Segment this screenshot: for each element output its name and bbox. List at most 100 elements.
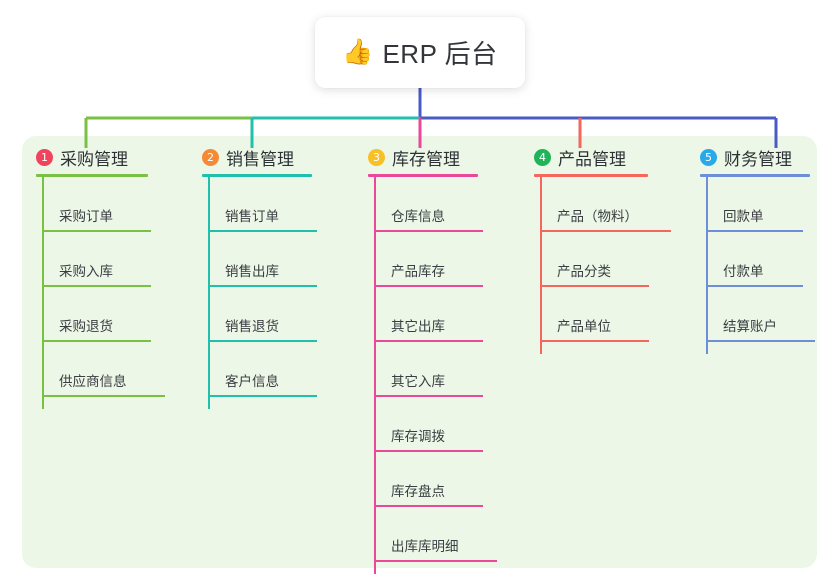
leaf-underline (374, 505, 483, 507)
leaf-label: 产品（物料） (557, 209, 638, 224)
leaf-label: 仓库信息 (391, 209, 445, 224)
leaf-item[interactable]: 销售退货 (208, 287, 317, 342)
leaf-label: 客户信息 (225, 374, 279, 389)
leaf-underline (540, 285, 649, 287)
column-header-3[interactable]: 3 库存管理 (368, 145, 478, 169)
column-underline-2 (202, 174, 312, 177)
leaf-item[interactable]: 销售订单 (208, 177, 317, 232)
leaf-item[interactable]: 产品单位 (540, 287, 649, 342)
leaf-item[interactable]: 付款单 (706, 232, 810, 287)
leaf-underline (42, 340, 151, 342)
leaf-label: 库存调拨 (391, 429, 445, 444)
modules-panel (22, 136, 817, 568)
leaf-label: 采购入库 (59, 264, 113, 279)
column-title-5: 财务管理 (724, 149, 792, 169)
leaf-item[interactable]: 库存盘点 (374, 452, 483, 507)
column-header-2[interactable]: 2 销售管理 (202, 145, 312, 169)
leaf-label: 其它入库 (391, 374, 445, 389)
leaf-item[interactable]: 库存调拨 (374, 397, 483, 452)
leaf-item[interactable]: 其它入库 (374, 342, 483, 397)
column-body-3: 仓库信息产品库存其它出库其它入库库存调拨库存盘点出库库明细 (374, 177, 497, 574)
column-header-5[interactable]: 5 财务管理 (700, 145, 810, 169)
leaf-item[interactable]: 结算账户 (706, 287, 815, 342)
column-header-4[interactable]: 4 产品管理 (534, 145, 648, 169)
column-underline-3 (368, 174, 478, 177)
leaf-underline (208, 340, 317, 342)
leaf-label: 其它出库 (391, 319, 445, 334)
leaf-underline (706, 285, 803, 287)
leaf-underline (374, 450, 483, 452)
leaf-item[interactable]: 客户信息 (208, 342, 317, 397)
column-badge-3: 3 (368, 148, 385, 166)
leaf-label: 结算账户 (723, 319, 777, 334)
column-underline-5 (700, 174, 810, 177)
leaf-underline (540, 230, 671, 232)
leaf-underline (374, 230, 483, 232)
column-underline-1 (36, 174, 148, 177)
column-badge-2: 2 (202, 148, 219, 166)
leaf-label: 销售订单 (225, 209, 279, 224)
leaf-label: 销售出库 (225, 264, 279, 279)
leaf-item[interactable]: 采购退货 (42, 287, 151, 342)
leaf-underline (42, 285, 151, 287)
leaf-underline (208, 285, 317, 287)
column-4: 4 产品管理产品（物料） 产品分类产品单位 (534, 145, 671, 354)
column-badge-5: 5 (700, 148, 717, 166)
column-2: 2 销售管理销售订单销售出库销售退货客户信息 (202, 145, 317, 409)
column-body-4: 产品（物料） 产品分类产品单位 (540, 177, 671, 354)
column-title-3: 库存管理 (392, 149, 460, 169)
leaf-label: 出库库明细 (391, 539, 459, 554)
leaf-item[interactable]: 产品库存 (374, 232, 483, 287)
column-body-2: 销售订单销售出库销售退货客户信息 (208, 177, 317, 409)
leaf-item[interactable]: 产品（物料） (540, 177, 671, 232)
column-badge-1: 1 (36, 148, 53, 166)
leaf-item[interactable]: 产品分类 (540, 232, 649, 287)
thumbs-up-icon: 👍 (342, 38, 374, 66)
column-title-2: 销售管理 (226, 149, 294, 169)
leaf-label: 库存盘点 (391, 484, 445, 499)
column-title-4: 产品管理 (558, 149, 626, 169)
leaf-item[interactable]: 采购入库 (42, 232, 151, 287)
leaf-label: 产品单位 (557, 319, 611, 334)
leaf-underline (208, 395, 317, 397)
leaf-underline (374, 395, 483, 397)
column-5: 5 财务管理回款单付款单结算账户 (700, 145, 815, 354)
leaf-label: 产品分类 (557, 264, 611, 279)
leaf-item[interactable]: 供应商信息 (42, 342, 165, 397)
leaf-item[interactable]: 采购订单 (42, 177, 151, 232)
root-title: ERP 后台 (382, 39, 498, 69)
leaf-label: 产品库存 (391, 264, 445, 279)
leaf-underline (706, 230, 803, 232)
column-title-1: 采购管理 (60, 149, 128, 169)
leaf-label: 销售退货 (225, 319, 279, 334)
column-body-5: 回款单付款单结算账户 (706, 177, 815, 354)
leaf-item[interactable]: 其它出库 (374, 287, 483, 342)
leaf-label: 采购退货 (59, 319, 113, 334)
column-badge-4: 4 (534, 148, 551, 166)
leaf-item[interactable]: 仓库信息 (374, 177, 483, 232)
leaf-item[interactable]: 回款单 (706, 177, 810, 232)
leaf-underline (374, 285, 483, 287)
leaf-label: 回款单 (723, 209, 764, 224)
leaf-underline (706, 340, 815, 342)
leaf-underline (374, 340, 483, 342)
leaf-item[interactable]: 销售出库 (208, 232, 317, 287)
column-spine-4 (540, 177, 542, 354)
leaf-label: 付款单 (723, 264, 764, 279)
leaf-underline (42, 395, 165, 397)
leaf-label: 供应商信息 (59, 374, 127, 389)
column-header-1[interactable]: 1 采购管理 (36, 145, 148, 169)
leaf-underline (374, 560, 497, 562)
leaf-label: 采购订单 (59, 209, 113, 224)
column-spine-5 (706, 177, 708, 354)
root-node[interactable]: 👍 ERP 后台 (315, 17, 525, 88)
column-3: 3 库存管理仓库信息产品库存其它出库其它入库库存调拨库存盘点出库库明细 (368, 145, 497, 574)
column-spine-2 (208, 177, 210, 409)
column-body-1: 采购订单采购入库采购退货供应商信息 (42, 177, 165, 409)
column-1: 1 采购管理采购订单采购入库采购退货供应商信息 (36, 145, 165, 409)
column-spine-3 (374, 177, 376, 574)
leaf-underline (208, 230, 317, 232)
leaf-underline (540, 340, 649, 342)
leaf-item[interactable]: 出库库明细 (374, 507, 497, 562)
